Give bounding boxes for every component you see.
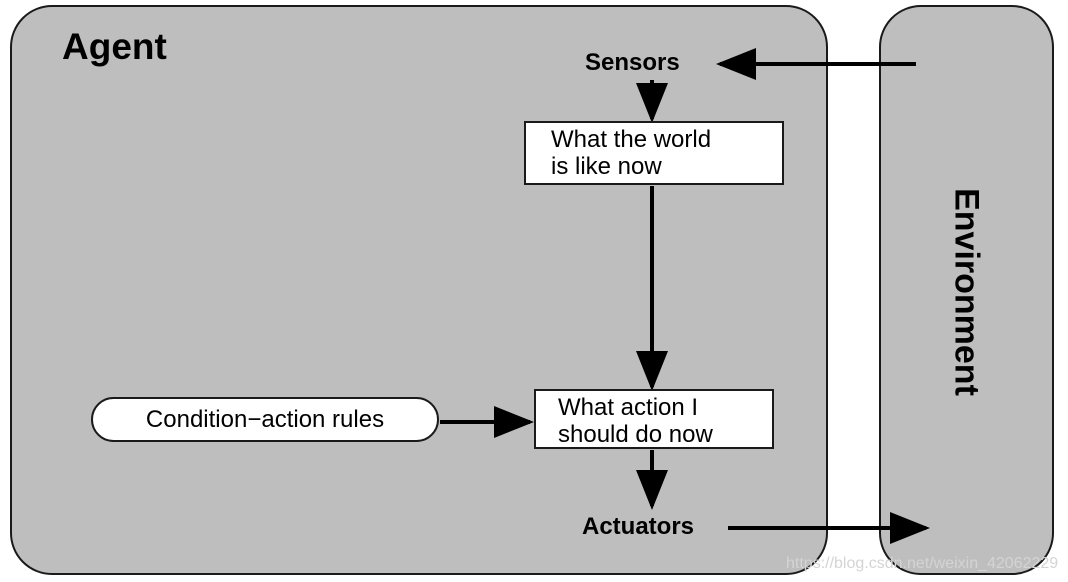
world-state-line2: is like now xyxy=(551,153,662,180)
agent-panel xyxy=(10,5,828,575)
condition-action-rules-box: Condition−action rules xyxy=(91,397,439,442)
environment-panel xyxy=(879,5,1054,575)
action-box: What action I should do now xyxy=(534,389,774,449)
actuators-label: Actuators xyxy=(582,513,695,540)
watermark-text: https://blog.csdn.net/weixin_42062229 xyxy=(786,555,1059,572)
action-line1: What action I xyxy=(558,394,699,421)
world-state-line1: What the world xyxy=(551,126,712,153)
action-line2: should do now xyxy=(558,421,713,448)
sensors-label: Sensors xyxy=(585,49,680,76)
world-state-box: What the world is like now xyxy=(524,121,784,185)
agent-title: Agent xyxy=(62,26,167,67)
